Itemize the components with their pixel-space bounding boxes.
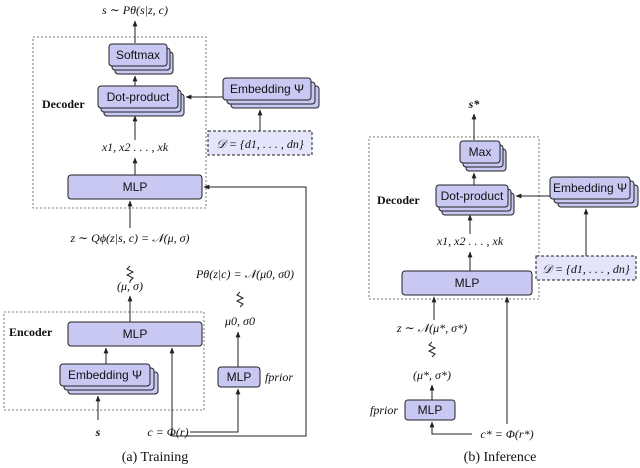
- candidate-set-training: [207, 130, 313, 156]
- max-node: [459, 140, 507, 172]
- mlp-prior-label-inference: MLP: [418, 403, 443, 417]
- z-posterior-label: z ∼ Qϕ(z|s, c) = 𝒩(μ, σ): [69, 231, 189, 245]
- x-vector-label-inference: x1, x2 . . . , xk: [436, 234, 504, 248]
- output-distribution-training: s ∼ Pθ(s|z, c): [102, 3, 168, 17]
- prior-distribution-label: Pθ(z|c) = 𝒩(μ0, σ0): [195, 267, 294, 281]
- fprior-label-inference: fprior: [370, 403, 398, 417]
- dot-product-node-training: [97, 85, 185, 117]
- mlp-encoder-label: MLP: [123, 327, 148, 341]
- edge-c-mlp-prior: [190, 388, 241, 433]
- sample-squiggle-prior: [235, 291, 245, 308]
- embedding-node-decoder-training: [222, 77, 320, 109]
- c-input-label-training: c = Φ(r): [147, 425, 188, 439]
- candidate-set-inference: [535, 255, 637, 281]
- sample-squiggle-posterior: [125, 265, 135, 283]
- caption-training: (a) Training: [122, 450, 189, 465]
- mu0-sigma0-label: μ0, σ0: [224, 314, 255, 328]
- embedding-label-encoder: Embedding Ψ: [68, 368, 142, 382]
- embedding-node-decoder-inference: [549, 176, 639, 208]
- embedding-label-decoder-training: Embedding Ψ: [230, 82, 304, 96]
- caption-inference: (b) Inference: [464, 450, 537, 465]
- decoder-label-training: Decoder: [42, 97, 85, 111]
- mlp-encoder-node: [67, 321, 203, 347]
- dot-product-label-inference: Dot-product: [441, 189, 504, 203]
- mlp-decoder-label-training: MLP: [123, 180, 148, 194]
- edge-cstar-mlp-prior: [429, 421, 472, 435]
- encoder-label: Encoder: [9, 325, 53, 339]
- softmax-label: Softmax: [116, 48, 160, 62]
- max-label: Max: [469, 145, 492, 159]
- edge-c-mlp-decoder: [171, 184, 307, 437]
- embedding-label-decoder-inference: Embedding Ψ: [553, 181, 627, 195]
- candidate-set-label-inference: 𝒟 = {d1, . . . , dn}: [542, 262, 629, 276]
- sample-squiggle-inference: [427, 341, 437, 358]
- s-star-label: s*: [468, 97, 481, 111]
- embedding-node-encoder: [59, 363, 159, 395]
- dot-product-label-training: Dot-product: [107, 90, 170, 104]
- mu-sigma-star-label: (μ*, σ*): [413, 368, 451, 382]
- candidate-set-label-training: 𝒟 = {d1, . . . , dn}: [216, 137, 303, 151]
- mlp-decoder-node-training: [67, 174, 203, 200]
- softmax-node: [108, 43, 174, 75]
- fprior-label-training: fprior: [265, 370, 293, 384]
- mu-sigma-label: (μ, σ): [117, 279, 143, 293]
- mlp-prior-node-inference: [404, 399, 456, 421]
- decoder-label-inference: Decoder: [377, 193, 420, 207]
- mlp-decoder-node-inference: [401, 270, 533, 296]
- s-input-label: s: [95, 425, 101, 439]
- c-star-input-label: c* = Φ(r*): [480, 427, 533, 441]
- decoder-group-inference: [368, 136, 540, 300]
- encoder-group: [3, 311, 205, 411]
- dot-product-node-inference: [435, 184, 515, 216]
- mlp-prior-node-training: [217, 366, 261, 388]
- mlp-prior-label-training: MLP: [227, 370, 252, 384]
- x-vector-label-training: x1, x2 . . . , xk: [101, 140, 169, 154]
- z-inference-label: z ∼ 𝒩(μ*, σ*): [396, 321, 467, 335]
- mlp-decoder-label-inference: MLP: [455, 276, 480, 290]
